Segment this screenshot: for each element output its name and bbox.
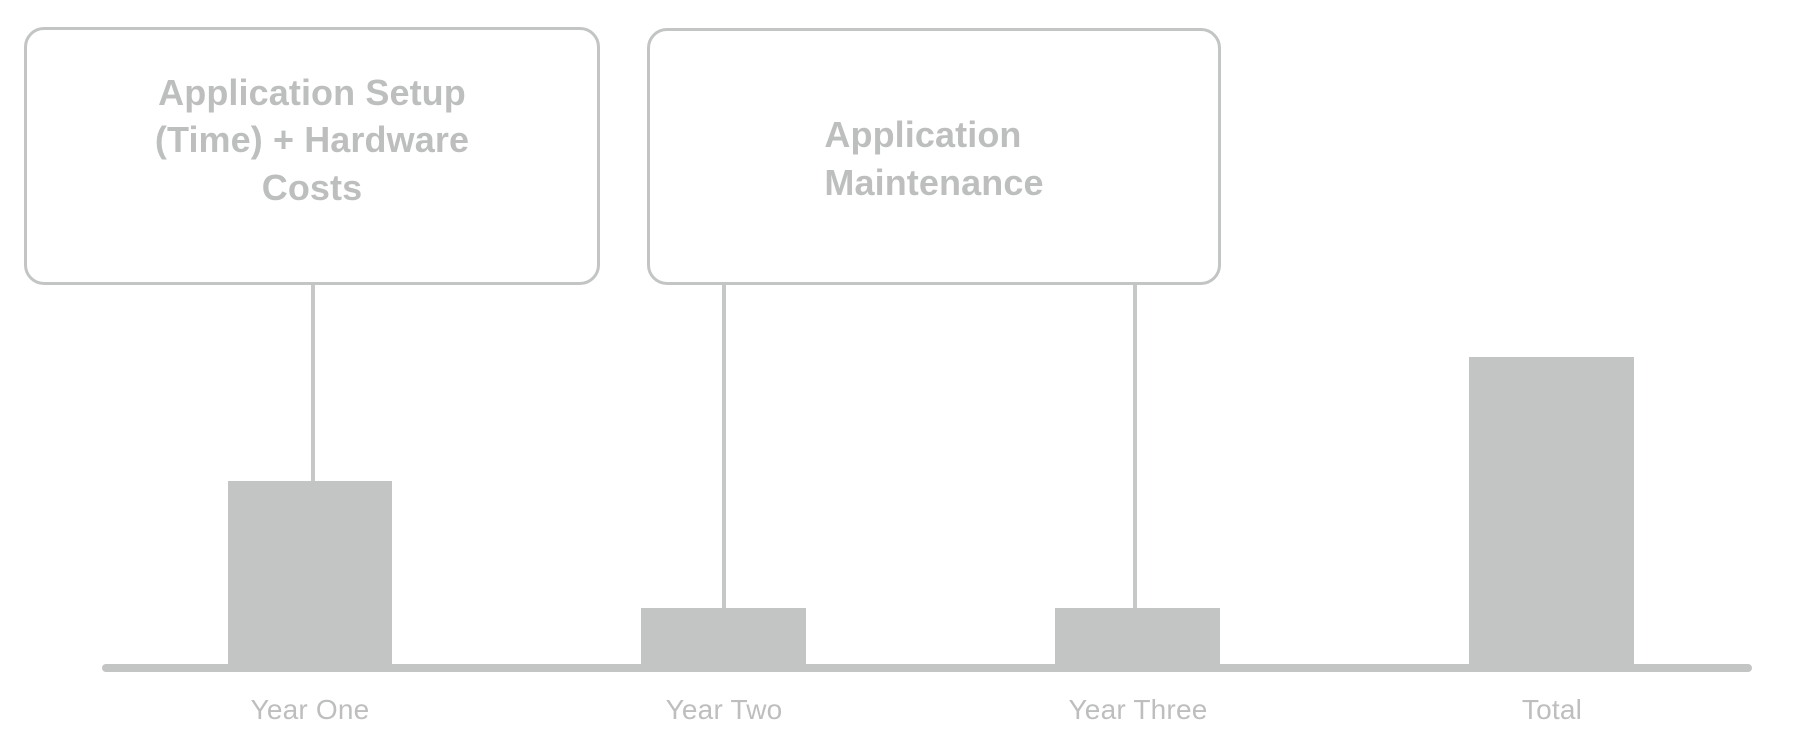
- leader-line-year-three: [1133, 283, 1137, 610]
- leader-line-year-one: [311, 280, 315, 482]
- x-axis-label-year-one: Year One: [250, 694, 370, 725]
- bar-total[interactable]: [1469, 357, 1634, 668]
- callout-application-setup[interactable]: Application Setup (Time) + Hardware Cost…: [24, 27, 600, 285]
- callout-application-maintenance-label: Application Maintenance: [824, 113, 1044, 203]
- bar-year-one[interactable]: [228, 481, 392, 668]
- axis-baseline: [102, 664, 1752, 672]
- x-axis-label-year-two: Year Two: [665, 694, 783, 725]
- leader-line-year-two: [722, 283, 726, 610]
- callout-application-setup-label: Application Setup (Time) + Hardware Cost…: [154, 71, 470, 208]
- bar-year-three[interactable]: [1055, 608, 1220, 668]
- bar-year-two[interactable]: [641, 608, 806, 668]
- x-axis-label-year-three: Year Three: [1068, 694, 1208, 725]
- callout-application-maintenance[interactable]: Application Maintenance: [647, 28, 1221, 285]
- x-axis-label-total: Total: [1521, 694, 1583, 725]
